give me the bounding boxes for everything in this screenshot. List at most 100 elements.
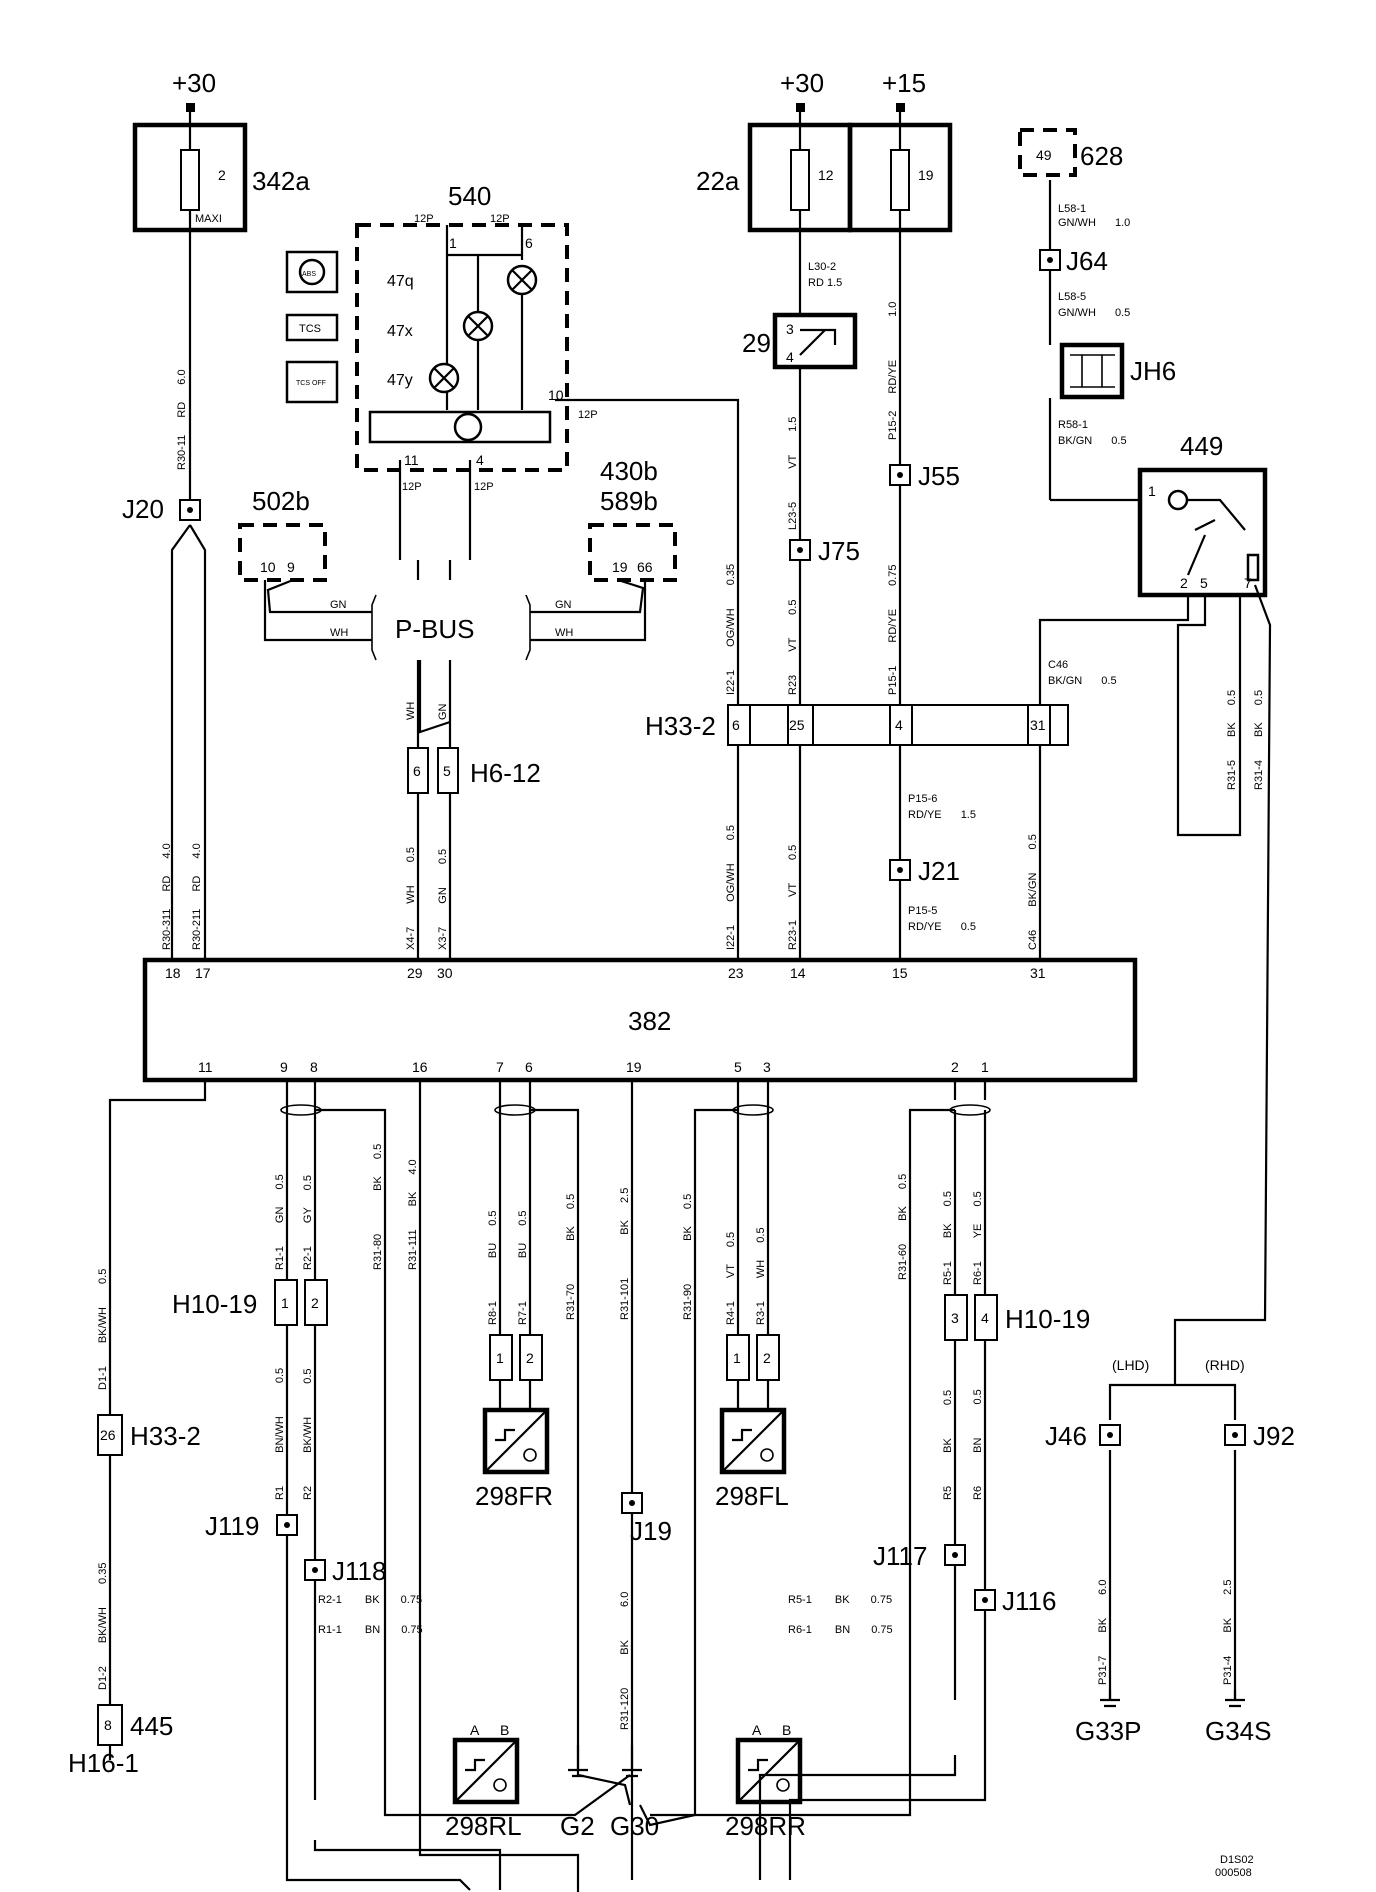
sensor-298fl-label: 298FL bbox=[715, 1481, 789, 1511]
svg-text:9: 9 bbox=[280, 1059, 288, 1075]
wire-label-l23-5: L23-5 VT 1.5 bbox=[787, 417, 799, 530]
wire-label-r31-4: R31-4 BK 0.5 bbox=[1253, 690, 1265, 790]
svg-text:4: 4 bbox=[895, 717, 903, 733]
wire-label-r5-1b: R5-1 BK 0.75 bbox=[788, 1594, 892, 1606]
splices: J20 J64 J55 J75 J21 J19 J119 J118 J117 J… bbox=[122, 246, 1295, 1616]
svg-text:J19: J19 bbox=[630, 1516, 672, 1546]
wire-label-r31-111: R31-111 BK 4.0 bbox=[407, 1159, 419, 1270]
fuse-342a-id: 342a bbox=[252, 166, 310, 196]
splice-j21: J21 bbox=[889, 856, 960, 886]
splice-j118: J118 bbox=[304, 1556, 386, 1586]
wire-label-r5-1: R5-1 BK 0.5 bbox=[942, 1191, 954, 1285]
wire-label-r31-80: R31-80 BK 0.5 bbox=[372, 1144, 384, 1270]
svg-text:18: 18 bbox=[165, 965, 181, 981]
svg-text:J46: J46 bbox=[1045, 1421, 1087, 1451]
svg-text:12P: 12P bbox=[490, 213, 510, 225]
svg-text:6: 6 bbox=[525, 235, 533, 251]
variant-rhd: (RHD) bbox=[1205, 1357, 1245, 1373]
wire-label-r1: R1 BN/WH 0.5 bbox=[274, 1368, 286, 1500]
svg-text:3: 3 bbox=[763, 1059, 771, 1075]
supply-plus15: +15 bbox=[882, 68, 926, 98]
svg-text:2: 2 bbox=[526, 1350, 534, 1366]
module-540: 540 12P 12P 1 6 47q 47x 47y 10 11 4 12P … bbox=[355, 181, 598, 493]
connector-589b: 430b 589b 19 66 bbox=[588, 456, 677, 582]
terminal-plus15 bbox=[896, 103, 905, 112]
svg-text:430b: 430b bbox=[600, 456, 658, 486]
svg-text:J116: J116 bbox=[1002, 1586, 1056, 1616]
svg-text:2: 2 bbox=[763, 1350, 771, 1366]
splice-j20: J20 bbox=[122, 494, 201, 524]
wire-label-r6-1: R6-1 YE 0.5 bbox=[972, 1191, 984, 1285]
svg-text:5: 5 bbox=[1200, 575, 1208, 591]
svg-text:GN: GN bbox=[555, 599, 572, 611]
svg-text:445: 445 bbox=[130, 1711, 173, 1741]
module-540-id: 540 bbox=[448, 181, 491, 211]
wire-label-p31-4: P31-4 BK 2.5 bbox=[1222, 1580, 1234, 1685]
svg-text:ABS: ABS bbox=[302, 271, 316, 278]
wire-label-r2-1: R2-1 GY 0.5 bbox=[302, 1175, 314, 1270]
svg-text:JH6: JH6 bbox=[1130, 356, 1176, 386]
svg-text:WH: WH bbox=[555, 627, 573, 639]
svg-text:449: 449 bbox=[1180, 431, 1223, 461]
sensor-298fr-icon bbox=[482, 1407, 550, 1475]
connector-h33-2-left: 26 H33-2 bbox=[97, 1414, 201, 1456]
lamp-47q-label: 47q bbox=[387, 273, 414, 290]
svg-text:31: 31 bbox=[1030, 717, 1046, 733]
wire-label-p15-1: P15-1 RD/YE 0.75 bbox=[887, 564, 899, 695]
sensor-298fl-icon bbox=[719, 1407, 787, 1475]
wire-label-c46-bot: C46 BK/GN 0.5 bbox=[1027, 834, 1039, 950]
svg-text:G34S: G34S bbox=[1205, 1716, 1272, 1746]
svg-text:TCS OFF: TCS OFF bbox=[296, 380, 326, 387]
splice-j75: J75 bbox=[789, 536, 860, 566]
footer-line2: 000508 bbox=[1215, 1867, 1252, 1879]
svg-text:4: 4 bbox=[786, 349, 794, 365]
svg-text:17: 17 bbox=[195, 965, 211, 981]
svg-text:12P: 12P bbox=[474, 481, 494, 493]
svg-text:A: A bbox=[752, 1722, 762, 1738]
svg-text:5: 5 bbox=[443, 763, 451, 779]
sensor-298rl-label: 298RL bbox=[445, 1811, 522, 1841]
wire-label-i22-1-bot: I22-1 OG/WH 0.5 bbox=[725, 825, 737, 950]
splice-j116: J116 bbox=[974, 1586, 1056, 1616]
svg-text:J92: J92 bbox=[1253, 1421, 1295, 1451]
twisted-pair-markers bbox=[280, 1104, 991, 1116]
svg-text:J118: J118 bbox=[332, 1556, 386, 1586]
component-29: 29 3 4 bbox=[742, 312, 858, 370]
sensor-298rr-label: 298RR bbox=[725, 1811, 806, 1841]
svg-text:G33P: G33P bbox=[1075, 1716, 1142, 1746]
svg-text:4: 4 bbox=[476, 452, 484, 468]
wire-label-r7-1: R7-1 BU 0.5 bbox=[517, 1210, 529, 1325]
svg-text:2: 2 bbox=[951, 1059, 959, 1075]
lamp-47y-label: 47y bbox=[387, 372, 413, 389]
lamp-47x-label: 47x bbox=[387, 323, 413, 340]
wire-label-r2-1b: R2-1 BK 0.75 bbox=[318, 1594, 422, 1606]
svg-text:12P: 12P bbox=[414, 213, 434, 225]
splice-j92: J92 bbox=[1224, 1421, 1295, 1451]
wire-label-r3-1: R3-1 WH 0.5 bbox=[755, 1227, 767, 1325]
svg-text:2: 2 bbox=[311, 1295, 319, 1311]
splice-j117: J117 bbox=[873, 1541, 966, 1571]
fuse-628-id: 628 bbox=[1080, 141, 1123, 171]
svg-text:2: 2 bbox=[1180, 575, 1188, 591]
sensor-298fr-label: 298FR bbox=[475, 1481, 553, 1511]
wire-label-r1-1: R1-1 GN 0.5 bbox=[274, 1174, 286, 1270]
supply-plus30-left: +30 bbox=[172, 68, 216, 98]
svg-text:H16-1: H16-1 bbox=[68, 1748, 139, 1778]
indicator-tcs: TCS bbox=[285, 313, 339, 342]
component-449: 449 1 2 5 7 bbox=[1137, 431, 1268, 598]
svg-text:1: 1 bbox=[496, 1350, 504, 1366]
svg-text:1: 1 bbox=[733, 1350, 741, 1366]
svg-text:11: 11 bbox=[404, 452, 419, 468]
splice-j119: J119 bbox=[205, 1511, 298, 1541]
sensor-298fl: 1 2 298FL bbox=[715, 1334, 789, 1511]
wire-label-r23: R23 VT 0.5 bbox=[787, 600, 799, 695]
connector-h6-12: 6 5 H6-12 bbox=[407, 747, 541, 794]
svg-text:11: 11 bbox=[198, 1059, 213, 1075]
svg-text:589b: 589b bbox=[600, 486, 658, 516]
connector-502b: 502b 10 9 bbox=[238, 486, 327, 582]
